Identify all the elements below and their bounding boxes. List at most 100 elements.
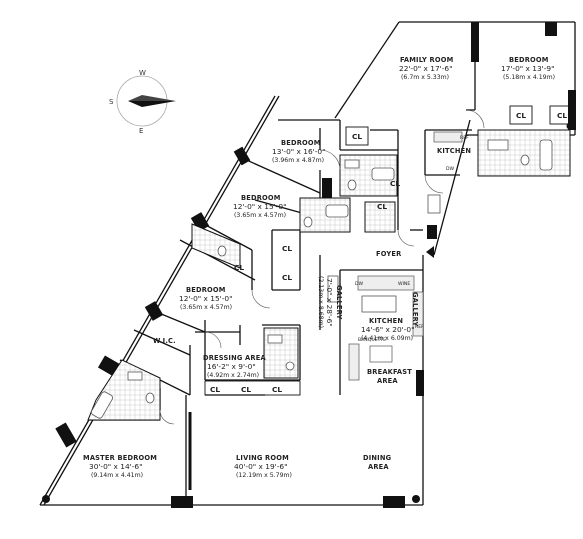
column	[416, 370, 424, 396]
sink	[487, 139, 509, 151]
room-dimension: 30'-0" x 14'-6"	[89, 462, 142, 471]
column	[568, 90, 576, 130]
room-bedroom-1: BEDROOM 13'-0" x 16'-0" (3.96m x 4.87m)	[272, 138, 325, 164]
bathtub	[325, 204, 349, 218]
column	[55, 422, 77, 448]
column	[233, 146, 251, 166]
closet-label: CL	[557, 111, 567, 120]
compass-label-bottom: E	[139, 127, 143, 135]
door-swing	[319, 149, 341, 171]
column	[322, 178, 332, 198]
room-dimension: 14'-6" x 20'-0"	[361, 325, 414, 334]
room-name-line-2: AREA	[377, 376, 398, 385]
banquette	[348, 343, 360, 381]
room-dimension-metric: (3.65m x 4.57m)	[234, 212, 286, 219]
room-bedroom-3: BEDROOM 12'-0" x 15'-0" (3.65m x 4.57m)	[179, 285, 232, 311]
bathtub	[539, 139, 553, 171]
corner-dot	[42, 495, 50, 503]
room-gallery: GALLERY	[335, 285, 344, 320]
kitchen-fixtures	[348, 131, 463, 381]
room-dimension-metric: (3.96m x 4.87m)	[272, 157, 324, 164]
room-name: BEDROOM	[281, 138, 321, 147]
appliance-dw: DW	[446, 166, 455, 172]
room-dining: DINING AREA	[363, 453, 391, 471]
column	[383, 496, 405, 508]
door-swing	[159, 409, 175, 425]
room-dimension-metric: (2.13m x 8.68m)	[317, 276, 324, 328]
room-dimension-metric: (4.92m x 2.74m)	[207, 372, 259, 379]
closet-label: CL	[377, 202, 387, 211]
room-gallery-dimension: 7'-0" x 28'-6"	[325, 278, 334, 327]
fixtures	[91, 139, 553, 419]
doors	[159, 109, 485, 425]
room-dimension-metric: (5.18m x 4.19m)	[503, 74, 555, 81]
room-kitchen-small: KITCHEN	[437, 146, 471, 155]
closet-label: CL	[210, 385, 220, 394]
column	[427, 225, 437, 239]
room-dimension-metric: (6.7m x 5.33m)	[401, 74, 449, 81]
compass-needle-north	[128, 95, 176, 101]
wall-diagonal-west	[39, 95, 276, 506]
entry-arrow-icon	[426, 246, 434, 258]
compass-label-left: S	[109, 98, 114, 106]
corner-dot	[412, 495, 420, 503]
door-swing	[251, 289, 271, 309]
bathrooms	[87, 129, 571, 421]
sink	[344, 159, 360, 169]
wall	[133, 329, 191, 356]
bathroom-bedroom-ne	[477, 129, 571, 177]
toilet	[303, 216, 313, 228]
room-name: BREAKFAST	[367, 367, 412, 376]
room-living: LIVING ROOM 40'-0" x 19'-6" (12.19m x 5.…	[234, 453, 292, 479]
door-swing	[204, 331, 222, 349]
room-name: DINING	[363, 453, 391, 462]
room-dimension-metric: (9.14m x 4.41m)	[91, 472, 143, 479]
small-kitchen-counter	[433, 131, 463, 143]
column	[471, 22, 479, 62]
column	[545, 22, 557, 36]
closet-label: CL	[282, 244, 292, 253]
room-name: LIVING ROOM	[236, 453, 289, 462]
shower-drain	[285, 361, 295, 371]
room-name: MASTER BEDROOM	[83, 453, 157, 462]
bathroom-bedroom-3	[191, 223, 241, 269]
closets: CL CL CL CL CL CL CL CL CL CL CL	[204, 105, 571, 396]
room-dimension: 13'-0" x 16'-0"	[272, 147, 325, 156]
kitchen-counter-side	[412, 291, 424, 337]
room-name: BEDROOM	[241, 193, 281, 202]
compass-needle-south	[128, 101, 176, 107]
door-swing	[424, 174, 444, 194]
outer-walls	[39, 21, 576, 506]
sink	[267, 334, 283, 344]
closet-label: CL	[234, 263, 244, 272]
room-kitchen-main: KITCHEN 14'-6" x 20'-0" (4.41m x 6.09m)	[361, 316, 414, 342]
room-name: FAMILY ROOM	[400, 55, 453, 64]
kitchen-island	[361, 295, 397, 313]
room-name: GALLERY	[335, 285, 344, 320]
room-gallery-metric: (2.13m x 8.68m)	[317, 276, 324, 328]
room-dimension: 7'-0" x 28'-6"	[325, 278, 334, 327]
wall-diagonal-kitchen	[433, 119, 471, 256]
room-name: DRESSING AREA	[203, 353, 266, 362]
room-name: BEDROOM	[186, 285, 226, 294]
wall-columns	[55, 22, 576, 508]
room-foyer: FOYER	[376, 249, 401, 258]
room-gallery-side: GALLERY	[411, 292, 420, 327]
kitchen-counter-top	[357, 275, 415, 291]
room-wic: W.I.C.	[153, 336, 176, 345]
door-swing	[397, 229, 415, 247]
room-dressing: DRESSING AREA 16'-2" x 9'-0" (4.92m x 2.…	[203, 353, 266, 379]
wall	[241, 157, 321, 194]
wall-diagonal-west-inner	[43, 95, 280, 506]
toilet	[347, 179, 357, 191]
closet-label: CL	[282, 273, 292, 282]
closet-box	[549, 105, 571, 125]
washer-dryer	[427, 194, 441, 214]
room-dimension: 22'-0" x 17'-6"	[399, 64, 452, 73]
wall	[199, 221, 253, 251]
door-swing	[465, 109, 485, 129]
closet-label: CL	[390, 179, 400, 188]
sink	[127, 371, 143, 381]
room-name-line-2: AREA	[368, 462, 389, 471]
